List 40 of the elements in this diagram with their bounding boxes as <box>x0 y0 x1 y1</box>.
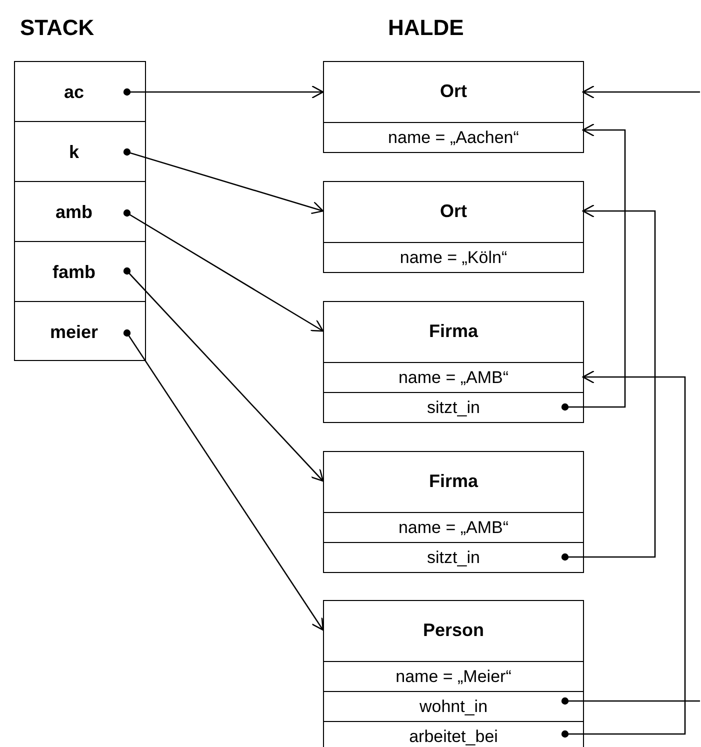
pointer-arrow <box>123 267 324 482</box>
pointer-arrow <box>561 123 626 411</box>
class-name: Ort <box>439 81 468 102</box>
class-name: Firma <box>428 471 480 492</box>
pointer-arrow <box>123 209 324 332</box>
field-text: name = „Aachen“ <box>387 128 520 148</box>
stack-heading: STACK <box>20 15 94 41</box>
stack-cell <box>14 181 146 242</box>
pointer-arrow <box>582 85 700 99</box>
field-text: name = „AMB“ <box>397 518 510 538</box>
class-name: Ort <box>439 201 468 222</box>
field-text: name = „AMB“ <box>397 368 510 388</box>
field-text: name = „Köln“ <box>398 248 508 268</box>
object-box <box>323 301 584 423</box>
stack-cell <box>14 241 146 302</box>
variable-name: ac <box>62 82 86 103</box>
variable-name: k <box>68 142 80 163</box>
pointer-arrow <box>123 148 324 214</box>
field-text: name = „Meier“ <box>394 667 512 687</box>
field-text: wohnt_in <box>418 697 489 717</box>
object-box <box>323 451 584 573</box>
pointer-arrow <box>561 370 686 738</box>
pointer-arrow <box>123 329 324 631</box>
stack-cell <box>14 121 146 182</box>
stack-cell <box>14 61 146 122</box>
pointer-arrow <box>123 85 324 99</box>
field-text: sitzt_in <box>426 398 481 418</box>
variable-name: amb <box>54 202 94 223</box>
heap-heading: HALDE <box>388 15 464 41</box>
pointer-arrow <box>561 204 656 561</box>
object-box <box>323 61 584 153</box>
object-box <box>323 181 584 273</box>
field-text: arbeitet_bei <box>408 727 499 747</box>
object-box <box>323 600 584 747</box>
field-text: sitzt_in <box>426 548 481 568</box>
variable-name: meier <box>48 322 100 343</box>
class-name: Person <box>422 620 486 641</box>
stack-cell <box>14 301 146 361</box>
class-name: Firma <box>428 321 480 342</box>
variable-name: famb <box>51 262 96 283</box>
